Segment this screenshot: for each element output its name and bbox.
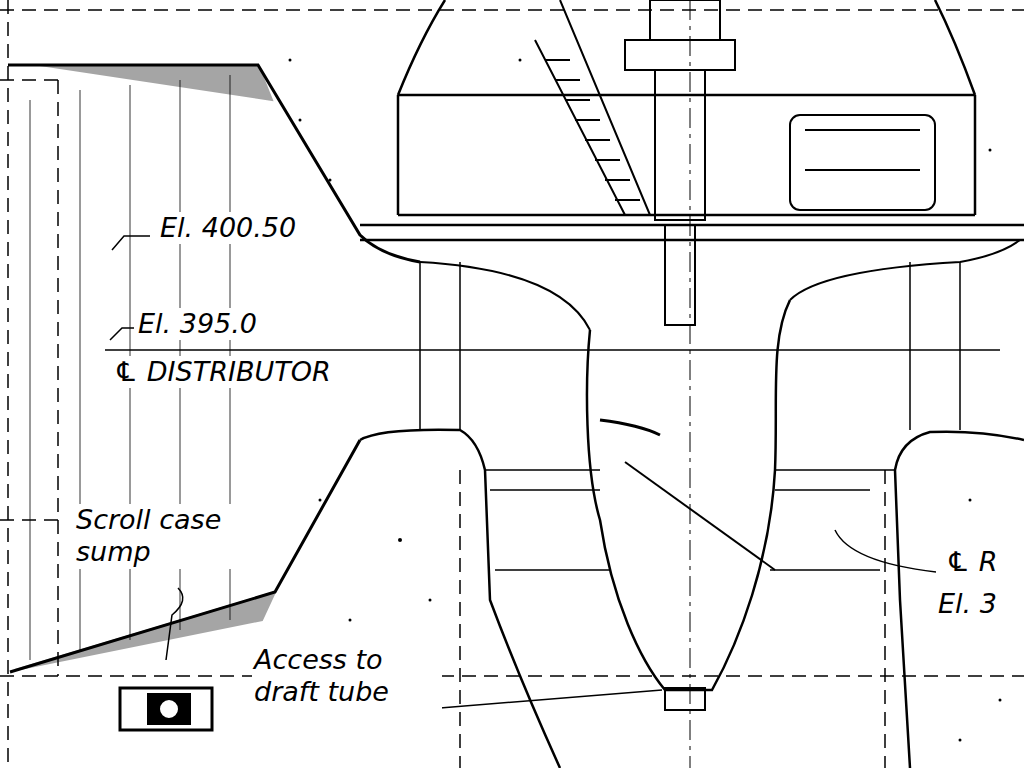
note-label: Scroll case sump [74, 504, 278, 569]
concrete-dots [289, 59, 1002, 742]
elevation-label: El. 395.0 [136, 308, 259, 340]
piers [360, 430, 1024, 768]
distributor [105, 0, 1020, 768]
elevation-label: El. 3 [936, 588, 999, 620]
sump [120, 688, 212, 730]
scroll-case [8, 65, 420, 672]
note-label: Access to draft tube [252, 644, 442, 709]
centerline-label: ℄ DISTRIBUTOR [112, 356, 333, 388]
elevation-label: El. 400.50 [158, 212, 298, 244]
leader-lines [110, 236, 936, 708]
centerline-label: ℄ R [944, 546, 1000, 578]
runner [587, 300, 790, 710]
